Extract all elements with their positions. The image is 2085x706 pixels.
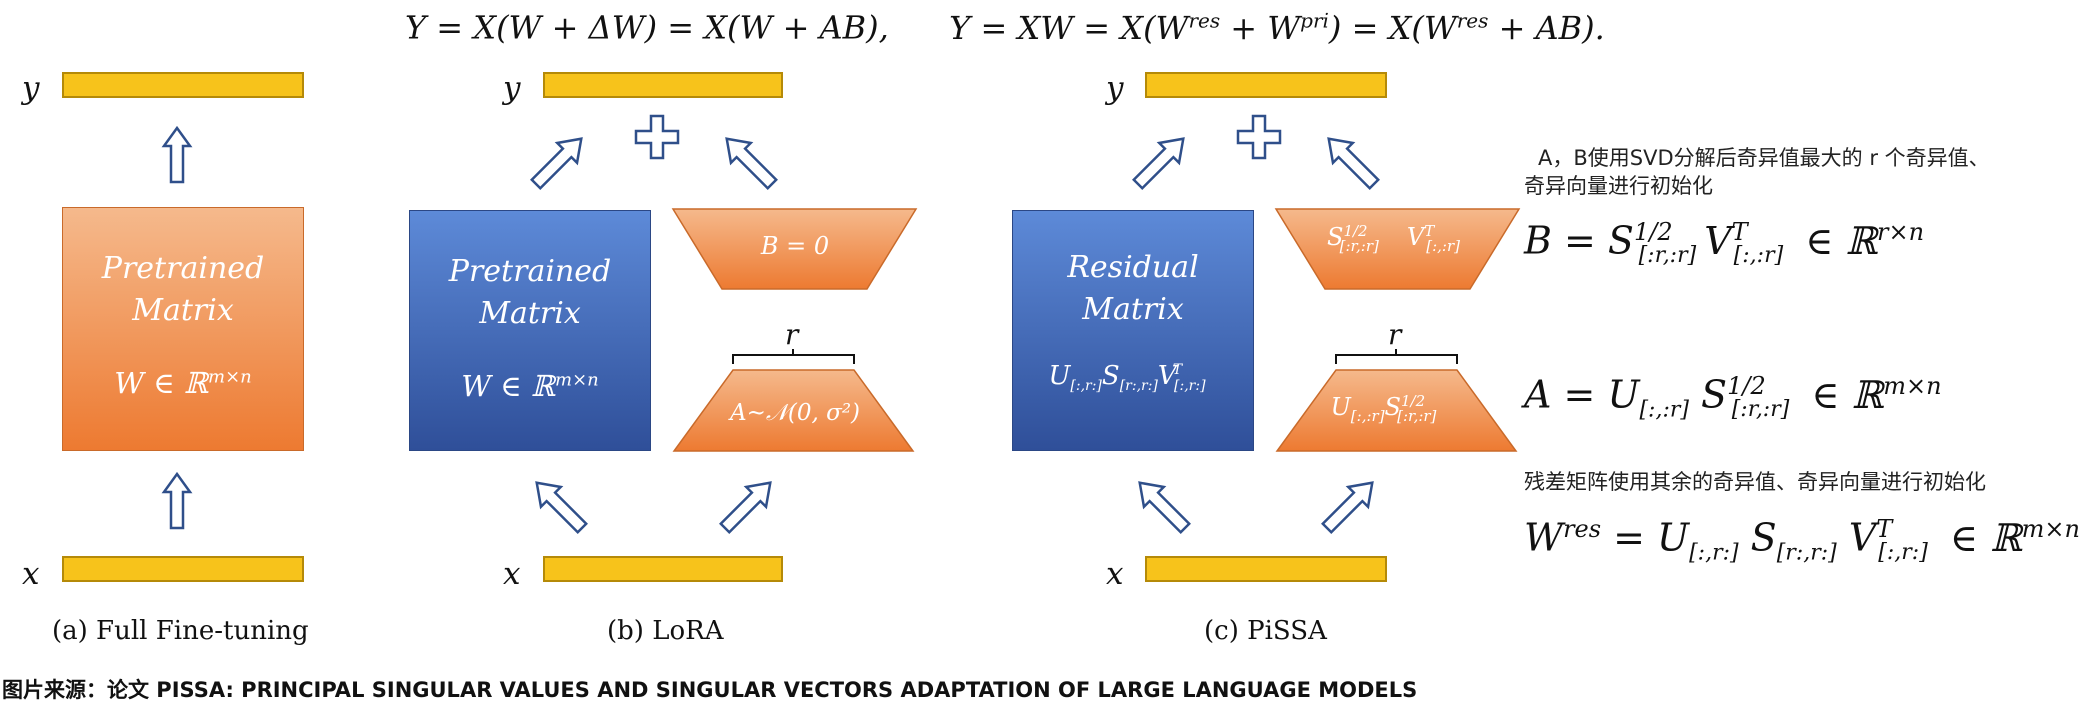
init-note: A，B使用SVD分解后奇异值最大的 r 个奇异值、 奇异向量进行初始化 — [1524, 146, 1990, 198]
pissa-equation: Y = XW = X(Wres + Wpri) = X(Wres + AB). — [949, 8, 1605, 47]
a-init-formula: A = U[:,:r] S1/2[:r,:r] ∈ ℝm×n — [1524, 372, 1942, 423]
input-bar — [62, 556, 304, 582]
b-init-formula: B = S1/2[:r,:r]VT[:,:r] ∈ ℝr×n — [1524, 218, 1925, 269]
diagonal-arrow-icon — [535, 481, 588, 534]
residual-note: 残差矩阵使用其余的奇异值、奇异向量进行初始化 — [1524, 470, 1986, 494]
diagonal-arrow-icon — [719, 481, 772, 534]
plus-icon — [634, 114, 680, 160]
y-label: y — [503, 70, 521, 106]
caption-full-finetuning: (a) Full Fine-tuning — [52, 616, 309, 646]
rank-bracket — [732, 349, 855, 364]
residual-formula: U[:,r:]S[r:,r:]VT[:,r:] — [1048, 361, 1206, 395]
up-arrow-icon — [161, 125, 193, 184]
pissa-b-trapezoid — [1274, 208, 1521, 290]
pretrained-matrix-box: Pretrained Matrix W ∈ ℝm×n — [409, 210, 651, 451]
w-res-formula: Wres = U[:,r:] S[r:,r:] VT[:,r:] ∈ ℝm×n — [1524, 515, 2080, 566]
caption-lora: (b) LoRA — [607, 616, 724, 646]
lora-a-label: A~𝒩(0, σ²) — [729, 400, 861, 426]
rank-label: r — [785, 318, 799, 351]
x-label: x — [503, 556, 521, 592]
plus-icon — [1236, 114, 1282, 160]
rank-bracket — [1335, 349, 1458, 364]
caption-pissa: (c) PiSSA — [1204, 616, 1327, 646]
diagonal-arrow-icon — [725, 137, 778, 190]
diagonal-arrow-icon — [530, 137, 583, 190]
pissa-a-label: U[:,:r]S1/2[:r,:r] — [1330, 392, 1437, 425]
x-label: x — [22, 556, 40, 592]
residual-matrix-box: Residual Matrix U[:,r:]S[r:,r:]VT[:,r:] — [1012, 210, 1254, 451]
pissa-b-label: S1/2[:r,:r]VT[:,:r] — [1327, 222, 1460, 255]
lora-equation: Y = X(W + ΔW) = X(W + AB), — [405, 8, 889, 47]
y-label: y — [22, 70, 40, 106]
diagonal-arrow-icon — [1132, 137, 1185, 190]
y-label: y — [1106, 70, 1124, 106]
output-bar — [1145, 72, 1387, 98]
input-bar — [543, 556, 783, 582]
pissa-a-trapezoid — [1275, 369, 1518, 452]
up-arrow-icon — [161, 471, 193, 530]
top-equation: Y = X(W + ΔW) = X(W + AB), Y = XW = X(Wr… — [405, 8, 1605, 47]
output-bar — [543, 72, 783, 98]
diagonal-arrow-icon — [1327, 137, 1380, 190]
lora-a-trapezoid — [672, 369, 915, 452]
x-label: x — [1106, 556, 1124, 592]
input-bar — [1145, 556, 1387, 582]
image-source: 图片来源：论文 PISSA: PRINCIPAL SINGULAR VALUES… — [2, 678, 1418, 702]
rank-label: r — [1388, 318, 1402, 351]
pretrained-matrix-box: Pretrained Matrix W ∈ ℝm×n — [62, 207, 304, 451]
diagonal-arrow-icon — [1138, 481, 1191, 534]
output-bar — [62, 72, 304, 98]
diagonal-arrow-icon — [1321, 481, 1374, 534]
lora-b-label: B = 0 — [760, 232, 830, 260]
lora-b-trapezoid — [671, 208, 918, 290]
